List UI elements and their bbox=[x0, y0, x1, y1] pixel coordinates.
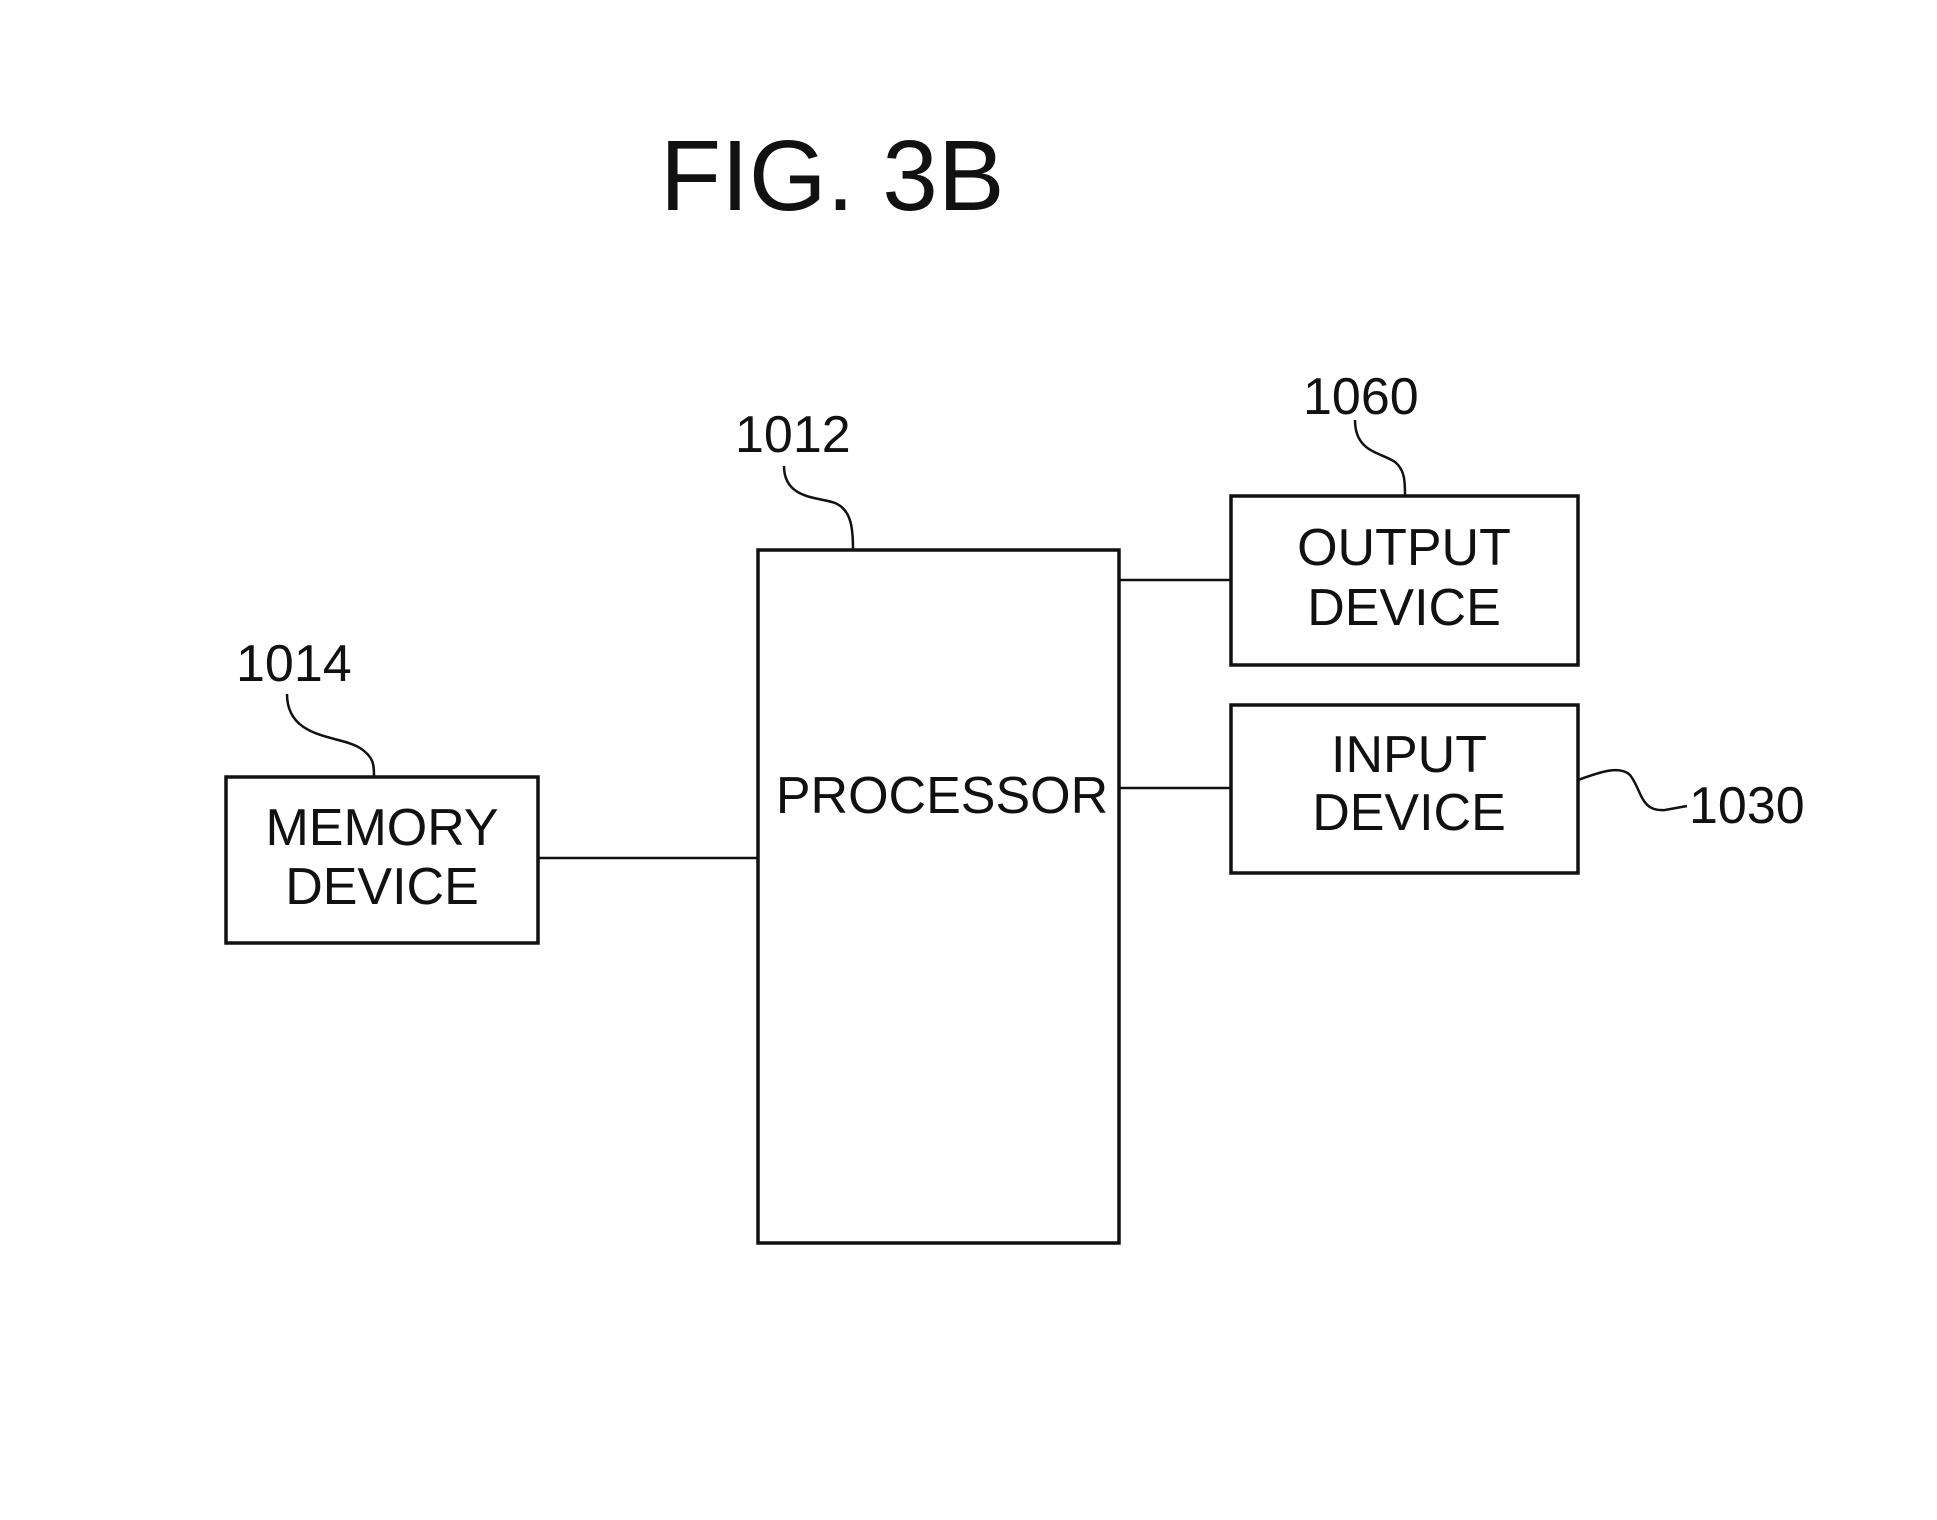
processor-label: PROCESSOR bbox=[776, 767, 1108, 825]
processor-ref-leader bbox=[784, 466, 853, 550]
input-device-label-line1: INPUT bbox=[1331, 726, 1487, 784]
processor-box bbox=[758, 550, 1119, 1243]
processor-ref-number: 1012 bbox=[735, 406, 851, 464]
input-ref-number: 1030 bbox=[1689, 777, 1805, 835]
memory-ref-number: 1014 bbox=[236, 635, 352, 693]
memory-ref-leader bbox=[287, 694, 374, 777]
output-device-block: OUTPUT DEVICE 1060 bbox=[1231, 368, 1578, 665]
output-device-label-line1: OUTPUT bbox=[1297, 519, 1511, 577]
input-device-block: INPUT DEVICE 1030 bbox=[1231, 705, 1805, 873]
output-ref-number: 1060 bbox=[1303, 368, 1419, 426]
input-ref-leader bbox=[1578, 770, 1687, 810]
memory-device-label-line1: MEMORY bbox=[265, 799, 498, 857]
output-ref-leader bbox=[1355, 420, 1405, 496]
processor-block: PROCESSOR 1012 bbox=[735, 406, 1119, 1243]
memory-device-block: MEMORY DEVICE 1014 bbox=[226, 635, 538, 943]
output-device-label-line2: DEVICE bbox=[1307, 579, 1501, 637]
input-device-label-line2: DEVICE bbox=[1312, 784, 1506, 842]
figure-title: FIG. 3B bbox=[660, 120, 1005, 232]
memory-device-label-line2: DEVICE bbox=[285, 858, 479, 916]
